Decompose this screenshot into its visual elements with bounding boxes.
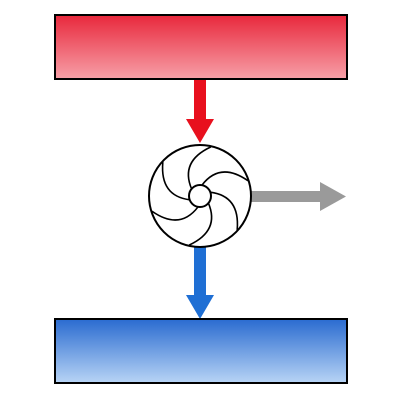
turbine-blade [209, 191, 239, 231]
cold-reservoir [54, 318, 348, 384]
turbine-blade [188, 202, 213, 246]
hot-reservoir [54, 14, 348, 80]
heat-out-arrow [186, 247, 214, 319]
turbine-blade [187, 146, 212, 190]
work-out-arrow [250, 182, 346, 211]
turbine-blade [161, 161, 191, 201]
turbine-hub [188, 184, 212, 208]
turbine-blades [151, 146, 249, 246]
turbine [148, 144, 252, 248]
heat-in-arrow [186, 80, 214, 143]
turbine-blade [201, 171, 249, 186]
turbine-blade [151, 206, 199, 221]
